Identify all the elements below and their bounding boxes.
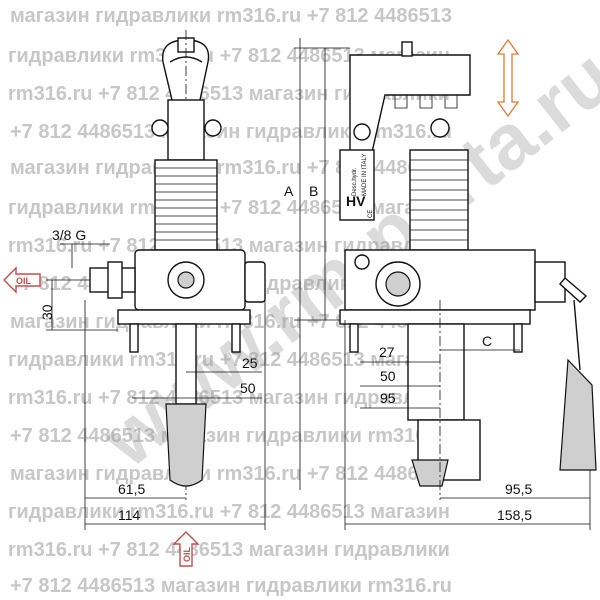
dim-thread: 3/8 G: [52, 227, 86, 243]
bellows-folds: [155, 167, 217, 241]
side-lower-grip: [411, 459, 449, 487]
dim-C: C: [482, 333, 492, 349]
side-bolt-left: [349, 323, 359, 353]
dim-114: 114: [118, 507, 141, 523]
dim-95: 95: [380, 390, 396, 406]
watermark-row-7: rm316.ru +7 812 4486513 магазин гидравли…: [8, 235, 450, 257]
watermark-row-15: rm316.ru +7 812 4486513 магазин гидравли…: [8, 539, 450, 561]
left-port-hex: [107, 261, 123, 299]
watermark-row-13: магазин гидравлики rm316.ru +7 812 44865…: [10, 463, 452, 485]
side-handle-rod: [573, 299, 581, 371]
side-lever-tab: [401, 41, 413, 57]
oil-left-arrow-icon: [3, 266, 41, 294]
side-pivot-top: [353, 123, 371, 141]
dim-25: 25: [242, 355, 258, 371]
watermark-row-14: гидравлики rm316.ru +7 812 4486513 магаз…: [8, 501, 450, 523]
front-dimensions: 3/8 G 30 25 50 61,5 114: [39, 227, 266, 530]
height-dimensions: A B: [284, 38, 350, 490]
dim-158-5: 158,5: [497, 507, 532, 523]
watermark-row-4: +7 812 4486513 магазин гидравлики rm316.…: [10, 121, 452, 143]
dim-50-right: 50: [380, 368, 396, 384]
oil-port-bottom: OIL: [172, 531, 200, 567]
watermark-row-10: гидравлики rm316.ru +7 812 4486513 магаз…: [8, 349, 450, 371]
side-screw: [354, 254, 370, 270]
right-plug: [244, 261, 266, 303]
dim-27: 27: [379, 344, 395, 360]
dim-A: A: [284, 183, 294, 199]
side-handle-grip: [559, 358, 597, 471]
dim-61-5: 61,5: [118, 481, 145, 497]
side-dimensions: C 27 50 95 95,5 158,5: [344, 320, 591, 530]
label-brand: HV: [346, 193, 366, 209]
lower-lever-shaft: [175, 323, 197, 405]
watermark-row-16: +7 812 4486513 магазин гидравлики rm316.…: [10, 575, 452, 597]
base-plate-side: [339, 309, 531, 325]
front-view: [89, 30, 266, 500]
oil-bottom-label: OIL: [182, 546, 192, 562]
dim-B: B: [309, 183, 318, 199]
oil-bottom-arrow-icon: [172, 531, 200, 567]
pin-right: [204, 119, 222, 137]
label-plate: [339, 149, 375, 221]
dim-95-5: 95,5: [505, 481, 532, 497]
watermark-row-1: магазин гидравлики rm316.ru +7 812 44865…: [10, 5, 452, 27]
label-line3: CE: [368, 210, 374, 218]
bellows-front: [154, 159, 218, 251]
bolt-left: [129, 323, 139, 353]
dim-30: 30: [39, 304, 55, 320]
oil-port-left: OIL: [3, 266, 41, 294]
clevis-body: [167, 99, 205, 161]
base-plate-front: [117, 309, 251, 325]
side-lever-teeth: [394, 95, 458, 109]
side-pivot-right: [430, 118, 450, 138]
bellows-outline: [154, 159, 218, 251]
watermark-row-2: гидравлики rm316.ru +7 812 4486513 магаз…: [8, 45, 450, 67]
bellows-side: [409, 149, 469, 251]
bellows-side-folds: [410, 159, 468, 241]
side-valve-stem: [559, 277, 588, 303]
side-valve-nut: [534, 261, 566, 303]
watermark-row-12: +7 812 4486513 магазин гидравлики rm316.…: [10, 425, 452, 447]
valve-knob-center: [177, 271, 195, 289]
side-reservoir: [407, 323, 465, 421]
watermark-row-3: rm316.ru +7 812 4486513 магазин гидравли…: [8, 83, 450, 105]
side-bolt-right: [513, 323, 523, 353]
bolt-right: [231, 323, 241, 353]
lower-lever-grip: [165, 403, 207, 487]
side-port-center: [385, 271, 411, 297]
label-line2: MADE IN ITALY: [362, 154, 368, 196]
rotation-arrow-icon: [496, 38, 520, 118]
watermark-row-5: магазин гидравлики rm316.ru +7 812 44865…: [10, 157, 452, 179]
side-view: HV Desc.hydr. MADE IN ITALY CE: [339, 38, 597, 500]
pin-left: [151, 119, 169, 137]
dim-50-left: 50: [240, 380, 256, 396]
label-line1: Desc.hydr.: [352, 167, 358, 196]
oil-left-label: OIL: [16, 276, 32, 286]
